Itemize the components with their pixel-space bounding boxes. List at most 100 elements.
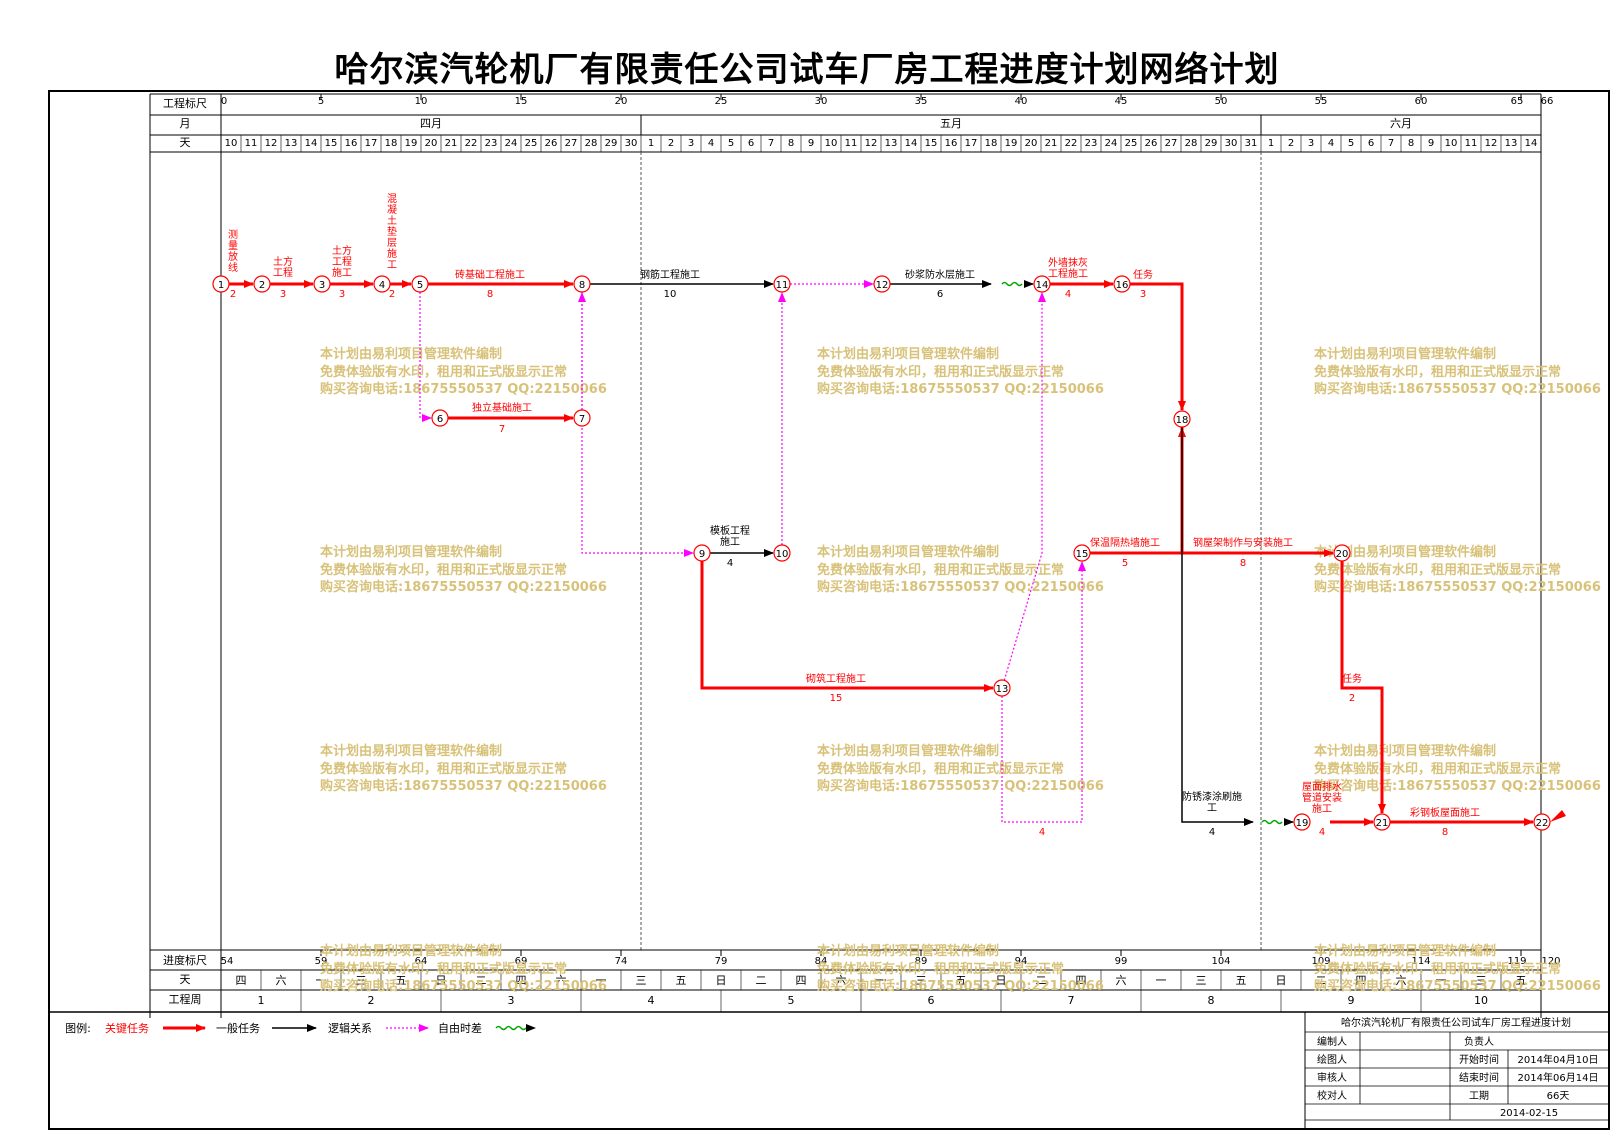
day-label: 11: [1465, 138, 1478, 149]
day-label: 23: [485, 138, 498, 149]
task-duration: 4: [1319, 827, 1325, 838]
scale-tick-label: 55: [1315, 96, 1328, 107]
node-label: 15: [1076, 549, 1089, 560]
task-name: 施工: [332, 266, 352, 279]
info-value: 2014年04月10日: [1518, 1053, 1599, 1066]
day-label: 14: [1525, 138, 1538, 149]
weekday-label: 五: [956, 974, 967, 987]
task-duration: 3: [1140, 289, 1146, 300]
task-duration: 8: [1442, 827, 1448, 838]
day-label: 30: [625, 138, 638, 149]
day-label: 14: [905, 138, 918, 149]
day-label: 3: [1308, 138, 1314, 149]
weekday-label: 六: [1396, 974, 1407, 987]
weekday-label: 二: [1316, 974, 1327, 987]
day-label: 7: [1388, 138, 1394, 149]
weekday-label: 二: [1036, 974, 1047, 987]
watermark-line: 本计划由易利项目管理软件编制: [1314, 346, 1496, 362]
task-name: 任务: [1342, 672, 1362, 685]
day-label: 24: [505, 138, 518, 149]
day-label: 25: [1125, 138, 1138, 149]
row-label: 天: [180, 136, 191, 149]
task-name: 工程: [273, 267, 293, 279]
scale-tick-label: 0: [221, 96, 227, 107]
task-duration: 4: [1065, 289, 1071, 300]
task-name: 垫: [387, 225, 397, 238]
day-label: 1: [1268, 138, 1274, 149]
node-label: 16: [1116, 280, 1129, 291]
watermark-line: 本计划由易利项目管理软件编制: [817, 544, 999, 560]
weekday-label: 六: [836, 974, 847, 987]
week-label: 2: [368, 994, 375, 1007]
day-label: 22: [465, 138, 478, 149]
node-circle: [773, 275, 791, 293]
legend-normal-label: 一般任务: [216, 1022, 260, 1035]
task-duration: 8: [487, 289, 493, 300]
day-label: 20: [1025, 138, 1038, 149]
weekday-label: 四: [1356, 974, 1367, 987]
task-duration: 15: [830, 693, 843, 704]
day-label: 10: [1445, 138, 1458, 149]
watermark-line: 免费体验版有水印，租用和正式版显示正常: [1314, 562, 1561, 578]
task-duration: 3: [280, 289, 286, 300]
day-label: 11: [245, 138, 258, 149]
critical-arrow: [700, 561, 994, 692]
weekday-label: 四: [516, 974, 527, 987]
day-label: 8: [1408, 138, 1414, 149]
week-label: 4: [648, 994, 655, 1007]
watermark-line: 购买咨询电话:18675550537 QQ:22150066: [817, 579, 1104, 595]
weekday-label: 日: [996, 974, 1007, 987]
task-name: 土: [387, 214, 397, 227]
day-label: 11: [845, 138, 858, 149]
weekday-label: 四: [796, 974, 807, 987]
legend-float-arrowhead: [526, 1024, 536, 1032]
node-label: 1: [218, 280, 224, 291]
free-float-line: [1261, 819, 1283, 825]
weekday-label: 三: [916, 974, 927, 987]
row-label: 工程标尺: [163, 96, 207, 110]
watermark-line: 免费体验版有水印，租用和正式版显示正常: [1314, 364, 1561, 380]
page-title: 哈尔滨汽轮机厂有限责任公司试车厂房工程进度计划网络计划: [334, 50, 1280, 90]
day-label: 25: [525, 138, 538, 149]
day-label: 27: [565, 138, 578, 149]
scale-tick-label: 30: [815, 96, 828, 107]
node-label: 12: [876, 280, 889, 291]
critical-arrow: [1130, 282, 1186, 411]
task-name: 土方: [332, 244, 352, 257]
progress-tick-label: 114: [1411, 956, 1430, 967]
day-label: 3: [688, 138, 694, 149]
task-name: 钢筋工程施工: [640, 268, 700, 281]
day-label: 9: [808, 138, 814, 149]
scale-tick-label: 45: [1115, 96, 1128, 107]
day-label: 13: [285, 138, 298, 149]
task-name: 屋面排水: [1302, 780, 1342, 793]
node-label: 19: [1296, 818, 1309, 829]
node-circle: [773, 544, 791, 562]
info-label: 负责人: [1464, 1035, 1494, 1048]
week-label: 6: [928, 994, 935, 1007]
node-circle: [1073, 544, 1091, 562]
node-circle: [212, 275, 230, 293]
weekday-label: 六: [276, 974, 287, 987]
weekday-label: 日: [1276, 974, 1287, 987]
day-label: 2: [668, 138, 674, 149]
critical-arrow: [1090, 427, 1186, 555]
day-label: 4: [1328, 138, 1334, 149]
task-name: 防锈漆涂刷施: [1182, 790, 1242, 803]
info-label: 审核人: [1317, 1071, 1347, 1084]
task-name: 模板工程: [710, 524, 750, 537]
weekday-label: 一: [1156, 974, 1167, 987]
info-label: 绘图人: [1317, 1053, 1347, 1066]
scale-tick-label: 50: [1215, 96, 1228, 107]
legend-float-label: 自由时差: [438, 1021, 482, 1035]
watermark-line: 购买咨询电话:18675550537 QQ:22150066: [320, 778, 607, 794]
day-label: 24: [1105, 138, 1118, 149]
watermark-line: 购买咨询电话:18675550537 QQ:22150066: [320, 978, 607, 994]
day-label: 5: [1348, 138, 1354, 149]
day-label: 26: [1145, 138, 1158, 149]
task-duration: 2: [389, 289, 395, 300]
scale-tick-label: 40: [1015, 96, 1028, 107]
day-label: 31: [1245, 138, 1258, 149]
progress-tick-label: 89: [915, 956, 928, 967]
task-arrow: [1181, 427, 1254, 826]
